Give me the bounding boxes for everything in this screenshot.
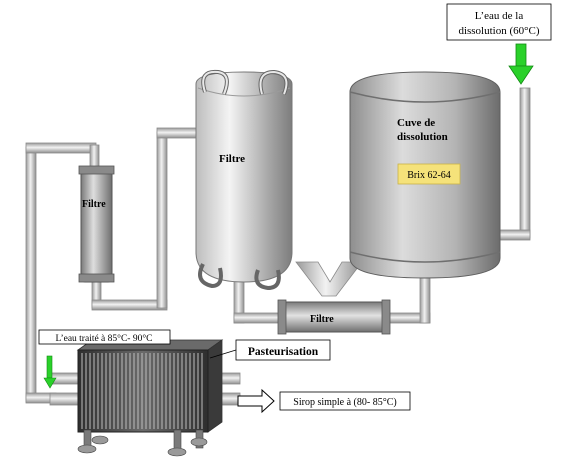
bottom-filter-label: Filtre [310,314,334,325]
water-inlet-box [446,3,552,41]
right-arrow-icon [237,388,275,414]
pipe-bottom-connector [91,299,168,311]
treated-water-box [38,329,171,345]
plate-heat-exchanger [76,339,224,457]
pipe-exchanger-in-low [49,392,83,406]
big-filter-vessel [195,69,293,291]
dissolution-tank-label-1: Cuve de [397,117,435,129]
treated-water-label: L’eau traité à 85°C- 90°C [56,333,153,344]
pipe-to-bottom-filter [233,312,285,324]
pipe-top-left [25,142,97,154]
small-filter-label: Filtre [82,199,106,210]
dissolution-tank [349,71,501,279]
treated-water-arrow-icon [43,355,57,389]
pipe-v-junction [295,261,363,297]
pipe-into-big-filter [156,127,198,139]
pipe-inlet-to-tank [495,229,531,241]
pipe-up-to-tank [419,277,431,324]
pasteurisation-label: Pasteurisation [248,346,319,358]
bottom-filter [277,299,391,335]
big-filter-label: Filtre [219,153,245,165]
pipe-left-vertical [25,146,37,403]
pasteurisation-leader [209,349,237,359]
pipe-rise-to-filter [156,131,168,309]
dissolution-tank-label-2: dissolution [397,131,448,143]
brix-box [397,163,461,185]
syrup-output-box [279,391,411,411]
brix-label: Brix 62-64 [407,170,451,181]
syrup-output-label: Sirop simple à (80- 85°C) [293,397,396,408]
down-arrow-icon [508,43,534,85]
pipe-water-inlet [519,87,531,239]
small-filter-left [78,165,115,283]
water-inlet-label-2: dissolution (60°C) [458,25,539,37]
water-inlet-label-1: L’eau de la [475,10,524,22]
